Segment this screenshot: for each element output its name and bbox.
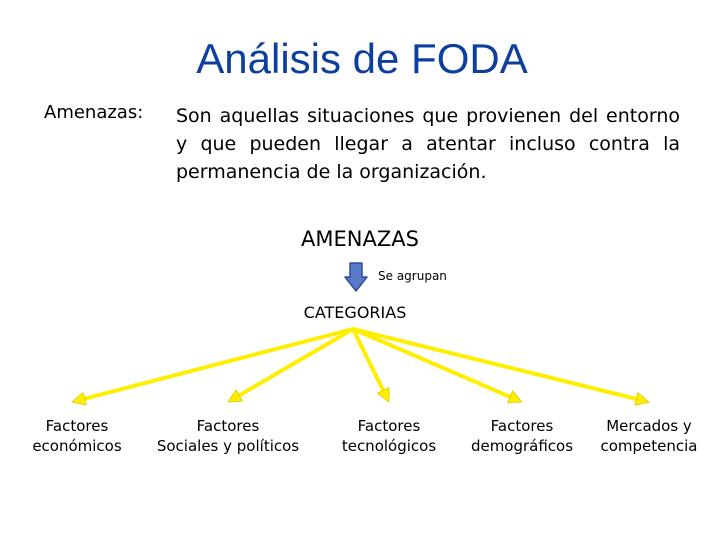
connector-arrow	[351, 327, 523, 404]
arrow-label: Se agrupan	[378, 269, 447, 283]
category-node: Factores demográficos	[462, 416, 582, 456]
connector-arrow	[71, 327, 355, 406]
category-node: Factores Sociales y políticos	[148, 416, 308, 456]
category-line1: Factores	[490, 417, 554, 435]
category-line2: competencia	[600, 437, 698, 455]
category-line2: demográficos	[470, 437, 574, 455]
category-line1: Factores	[45, 417, 109, 435]
arrow-down-icon	[344, 262, 368, 292]
definition-text: Son aquellas situaciones que provienen d…	[176, 105, 680, 183]
category-line1: Mercados y	[606, 417, 692, 435]
category-line2: Sociales y políticos	[156, 437, 300, 455]
category-line2: tecnológicos	[341, 437, 437, 455]
hub-node: CATEGORIAS	[303, 303, 407, 322]
category-node: Factores económicos	[22, 416, 132, 456]
category-line1: Factores	[357, 417, 421, 435]
category-line2: económicos	[32, 437, 122, 455]
page-title: Análisis de FODA	[196, 35, 528, 82]
definition-label: Amenazas:	[44, 102, 144, 123]
connector-arrow	[227, 327, 355, 403]
connector-arrow	[351, 327, 390, 403]
root-node: AMENAZAS	[301, 227, 419, 251]
category-node: Mercados y competencia	[592, 416, 706, 456]
category-node: Factores tecnológicos	[334, 416, 444, 456]
category-line1: Factores	[196, 417, 260, 435]
connector-arrow	[351, 327, 650, 406]
